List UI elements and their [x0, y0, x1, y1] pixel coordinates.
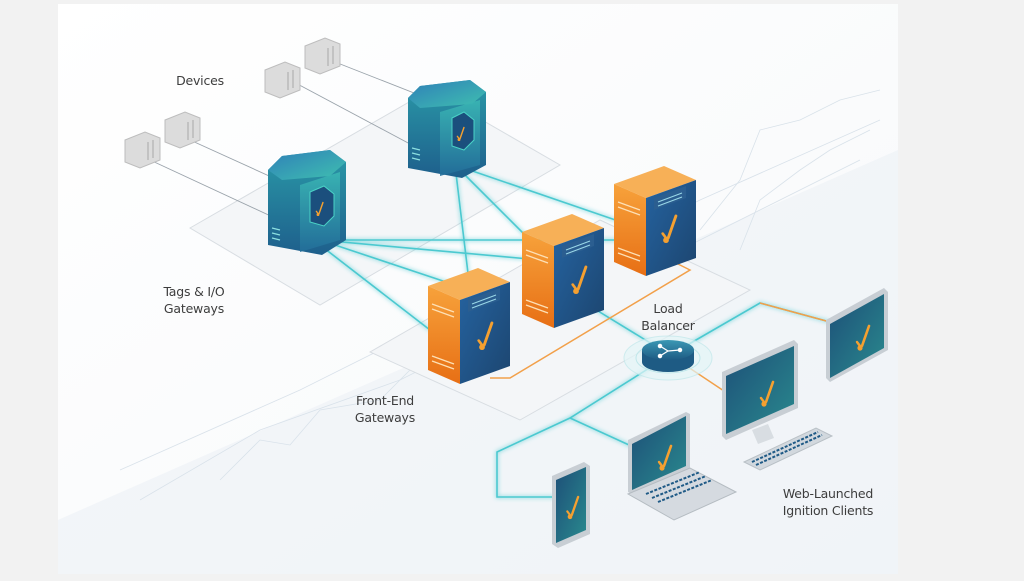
tags-io-label-line1: Tags & I/O — [163, 284, 225, 299]
tags-io-label-line2: Gateways — [163, 301, 225, 316]
clients-label: Web-Launched Ignition Clients — [766, 485, 890, 519]
front-end-gateway-server — [522, 214, 604, 328]
io-gateway-server — [268, 150, 346, 255]
clients-label-line1: Web-Launched — [782, 486, 874, 501]
devices-label: Devices — [176, 73, 224, 88]
front-end-gateway-server — [428, 268, 510, 384]
client-monitor — [826, 288, 888, 382]
device-slots — [147, 46, 334, 160]
client-laptop — [626, 412, 738, 521]
device-unit — [124, 37, 341, 169]
tags-io-gateways-label: Tags & I/O Gateways — [146, 283, 242, 317]
load-balancer-label: Load Balancer — [626, 300, 710, 334]
client-tablet — [552, 462, 590, 548]
load-balancer-label-line2: Balancer — [641, 318, 695, 333]
front-end-label-line1: Front-End — [355, 393, 415, 408]
clients-label-line2: Ignition Clients — [782, 503, 874, 518]
load-balancer-label-line1: Load — [653, 301, 683, 316]
load-balancer-node — [623, 335, 713, 381]
front-end-gateway-server — [614, 166, 696, 276]
front-end-gateways-label: Front-End Gateways — [340, 392, 430, 426]
client-desktop — [722, 340, 834, 471]
front-end-label-line2: Gateways — [354, 410, 416, 425]
io-gateway-server — [408, 80, 486, 178]
